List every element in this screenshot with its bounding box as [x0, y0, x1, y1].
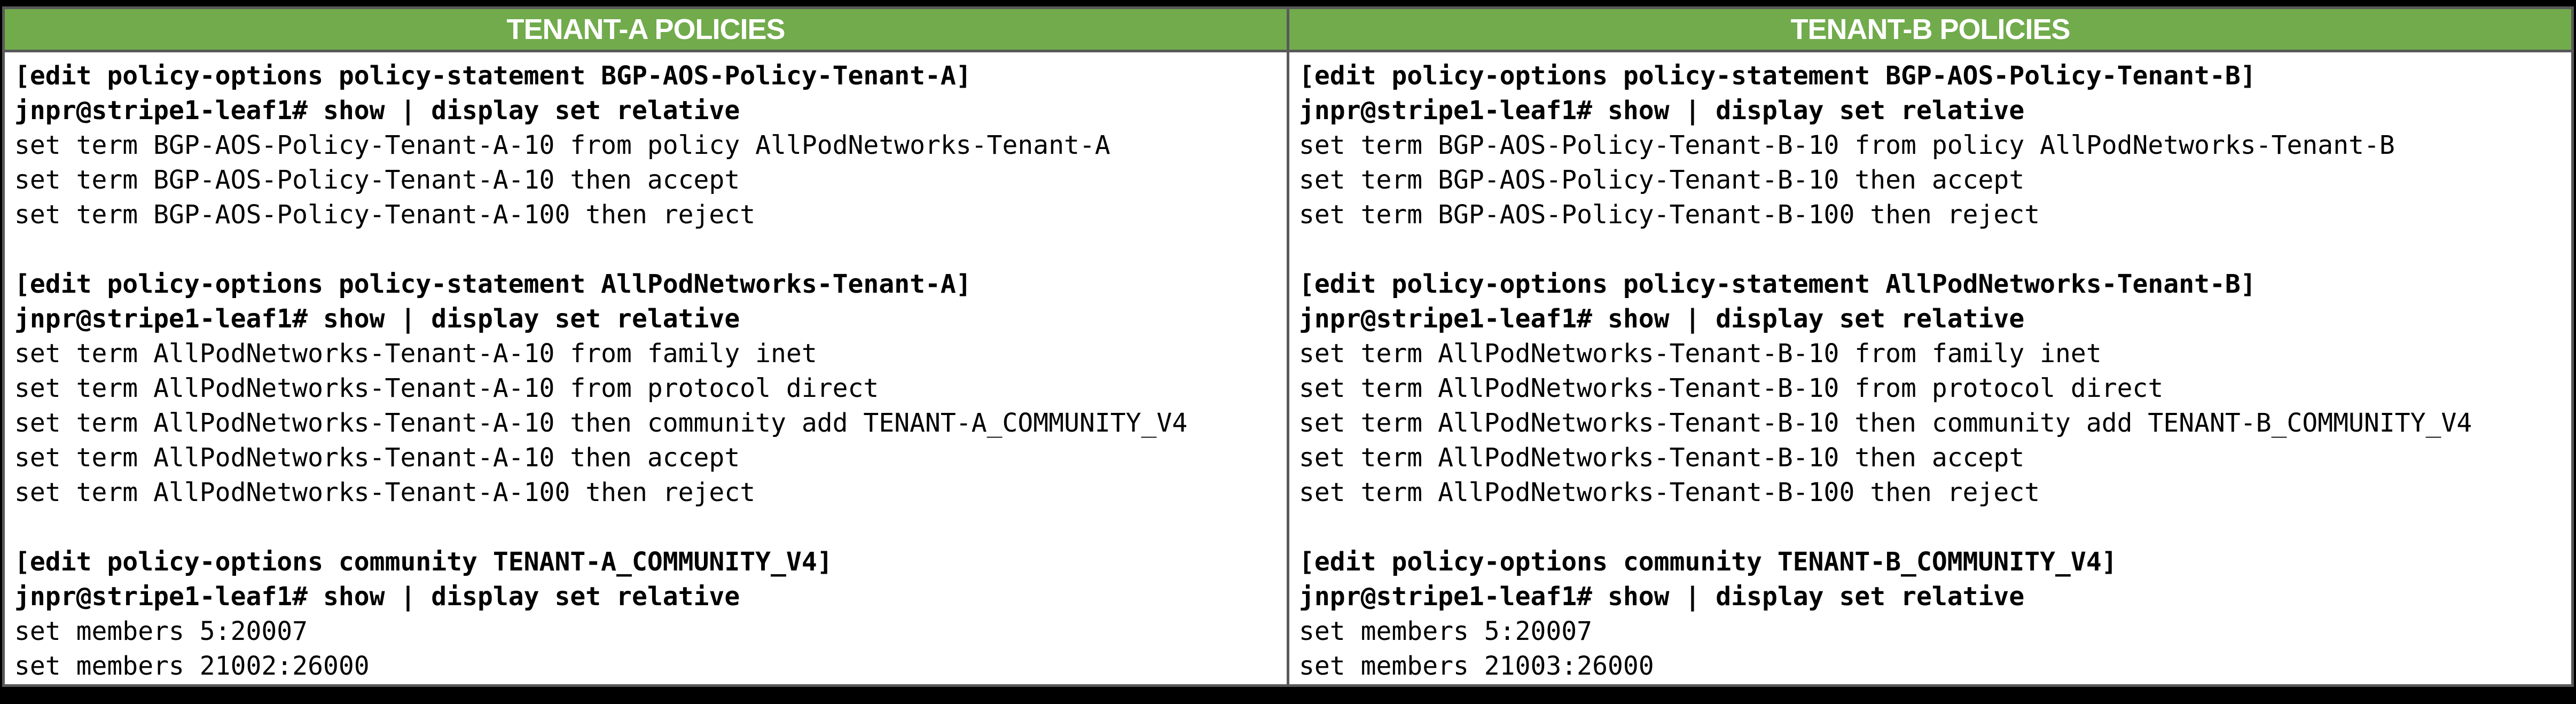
tenant-b-header: TENANT-B POLICIES [1289, 9, 2571, 52]
cli-context-line: [edit policy-options community TENANT-B_… [1299, 547, 2117, 577]
cli-section-community-a: [edit policy-options community TENANT-A_… [14, 545, 1287, 684]
cli-output-line: set members 21002:26000 [14, 651, 370, 681]
cli-output-line: set term AllPodNetworks-Tenant-B-10 then… [1299, 408, 2472, 438]
cli-output-line: set term BGP-AOS-Policy-Tenant-B-10 then… [1299, 165, 2025, 195]
cli-section-allpodnetworks-b: [edit policy-options policy-statement Al… [1299, 267, 2571, 510]
cli-prompt-line: jnpr@stripe1-leaf1# show | display set r… [14, 582, 740, 612]
tenant-b-cli-output: [edit policy-options policy-statement BG… [1289, 52, 2571, 684]
cli-output-line: set term AllPodNetworks-Tenant-A-10 then… [14, 443, 740, 473]
cli-output-line: set term AllPodNetworks-Tenant-A-10 from… [14, 373, 879, 403]
column-tenant-a: TENANT-A POLICIES [edit policy-options p… [5, 9, 1287, 684]
cli-section-bgp-policy-a: [edit policy-options policy-statement BG… [14, 59, 1287, 232]
cli-output-line: set term AllPodNetworks-Tenant-B-100 the… [1299, 478, 2040, 507]
cli-output-line: set term AllPodNetworks-Tenant-B-10 from… [1299, 339, 2102, 369]
cli-prompt-line: jnpr@stripe1-leaf1# show | display set r… [1299, 96, 2025, 126]
cli-output-line: set members 21003:26000 [1299, 651, 1654, 681]
cli-output-line: set term BGP-AOS-Policy-Tenant-B-10 from… [1299, 130, 2395, 160]
cli-output-line: set term BGP-AOS-Policy-Tenant-A-10 from… [14, 130, 1110, 160]
tenant-policies-table: TENANT-A POLICIES [edit policy-options p… [2, 6, 2574, 687]
column-tenant-b: TENANT-B POLICIES [edit policy-options p… [1287, 9, 2571, 684]
cli-context-line: [edit policy-options community TENANT-A_… [14, 547, 833, 577]
cli-context-line: [edit policy-options policy-statement Al… [1299, 269, 2256, 299]
cli-prompt-line: jnpr@stripe1-leaf1# show | display set r… [14, 96, 740, 126]
cli-output-line: set term BGP-AOS-Policy-Tenant-A-100 the… [14, 200, 756, 230]
cli-context-line: [edit policy-options policy-statement BG… [14, 61, 972, 91]
cli-output-line: set term AllPodNetworks-Tenant-A-10 from… [14, 339, 817, 369]
cli-section-bgp-policy-b: [edit policy-options policy-statement BG… [1299, 59, 2571, 232]
cli-section-community-b: [edit policy-options community TENANT-B_… [1299, 545, 2571, 684]
cli-context-line: [edit policy-options policy-statement BG… [1299, 61, 2256, 91]
cli-section-allpodnetworks-a: [edit policy-options policy-statement Al… [14, 267, 1287, 510]
cli-output-line: set term BGP-AOS-Policy-Tenant-B-100 the… [1299, 200, 2040, 230]
tenant-a-header: TENANT-A POLICIES [5, 9, 1287, 52]
cli-prompt-line: jnpr@stripe1-leaf1# show | display set r… [1299, 582, 2025, 612]
cli-output-line: set term AllPodNetworks-Tenant-A-100 the… [14, 478, 756, 507]
tenant-a-header-label: TENANT-A POLICIES [506, 13, 785, 45]
cli-output-line: set term AllPodNetworks-Tenant-A-10 then… [14, 408, 1188, 438]
cli-output-line: set term AllPodNetworks-Tenant-B-10 then… [1299, 443, 2025, 473]
cli-output-line: set term BGP-AOS-Policy-Tenant-A-10 then… [14, 165, 740, 195]
cli-output-line: set members 5:20007 [1299, 616, 1593, 646]
cli-context-line: [edit policy-options policy-statement Al… [14, 269, 972, 299]
cli-output-line: set term AllPodNetworks-Tenant-B-10 from… [1299, 373, 2164, 403]
cli-prompt-line: jnpr@stripe1-leaf1# show | display set r… [14, 304, 740, 334]
tenant-a-cli-output: [edit policy-options policy-statement BG… [5, 52, 1287, 684]
cli-prompt-line: jnpr@stripe1-leaf1# show | display set r… [1299, 304, 2025, 334]
tenant-b-header-label: TENANT-B POLICIES [1790, 13, 2070, 45]
cli-output-line: set members 5:20007 [14, 616, 308, 646]
